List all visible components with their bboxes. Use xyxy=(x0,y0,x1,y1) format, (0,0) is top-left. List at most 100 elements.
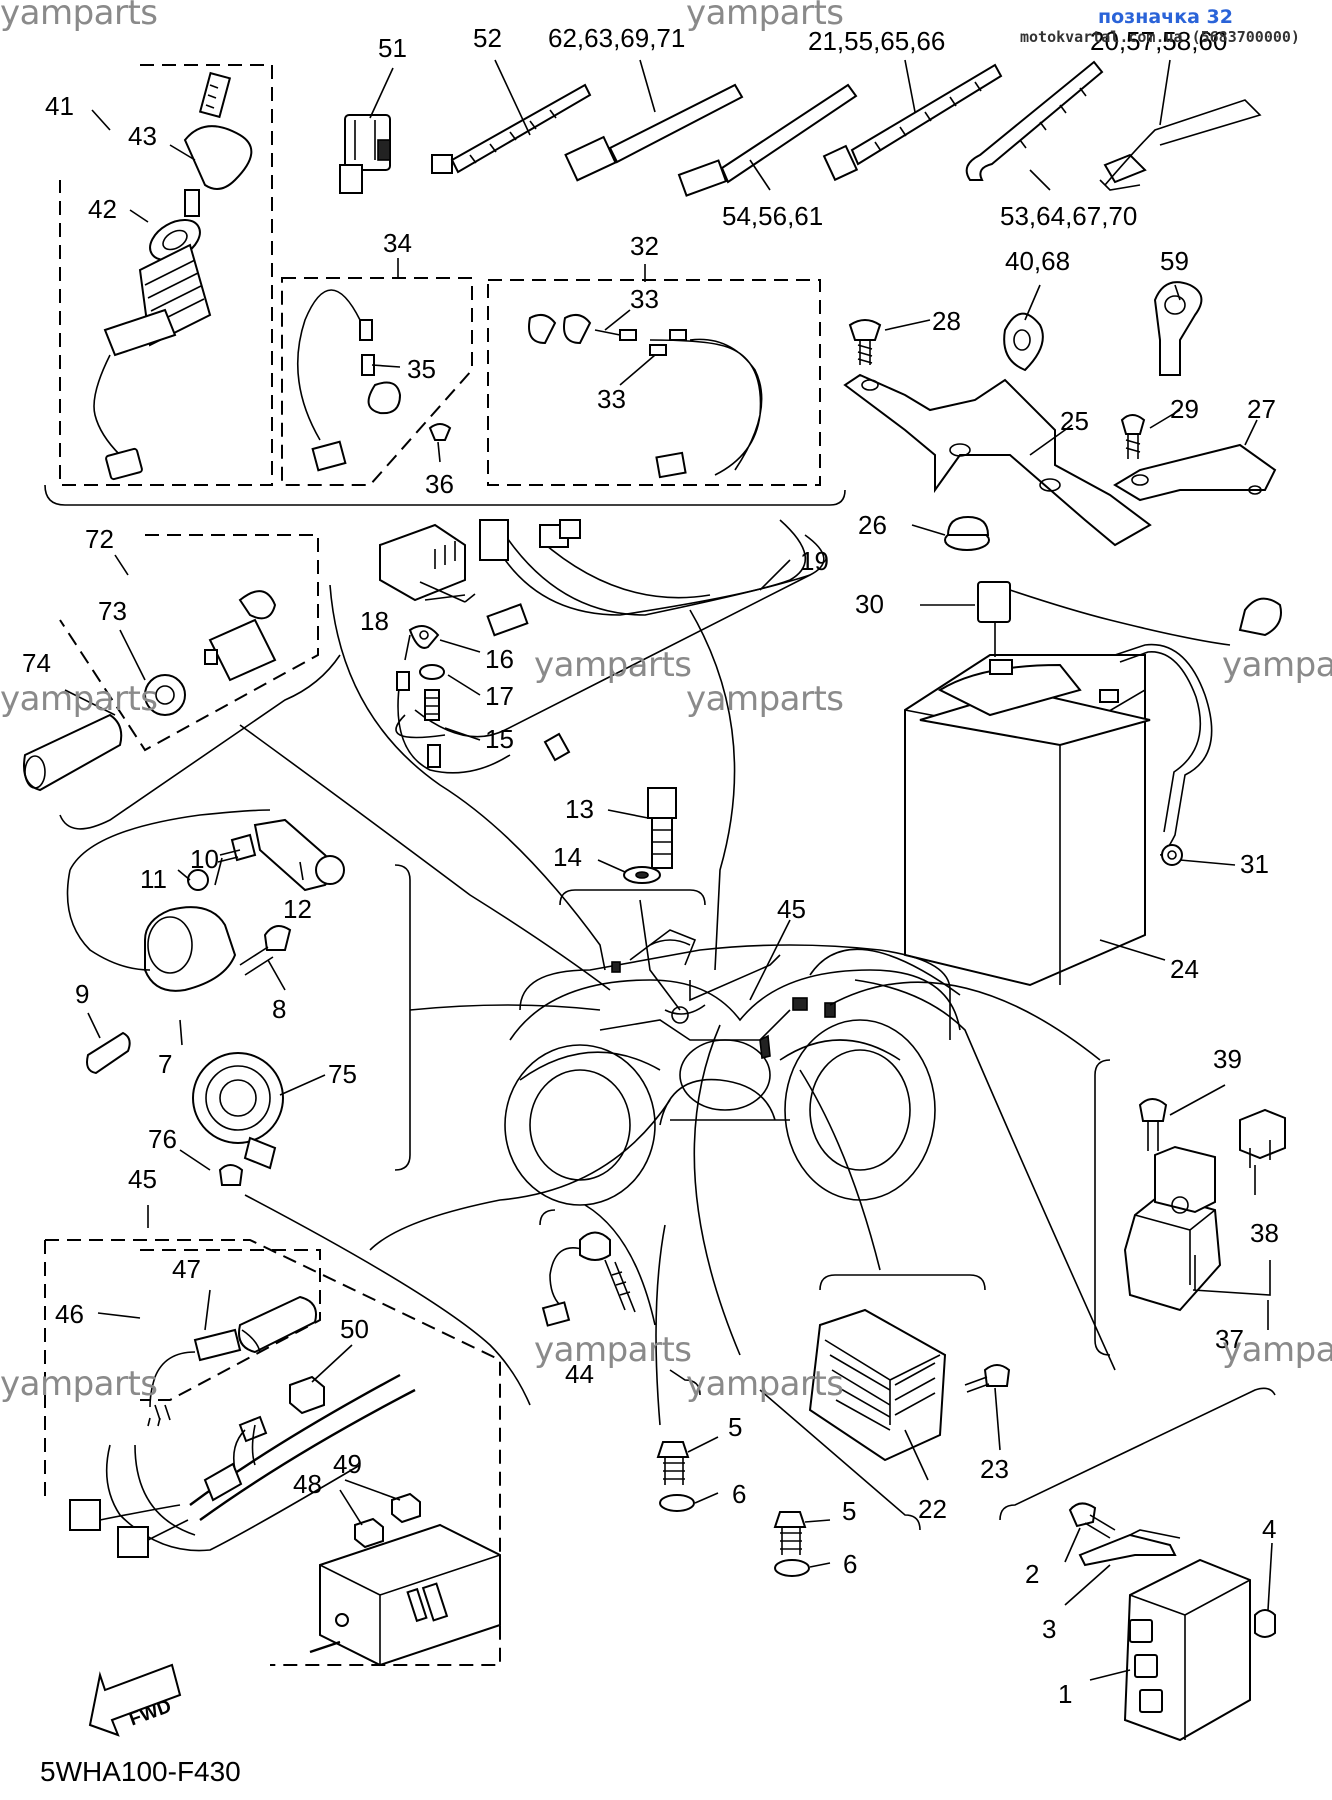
callout-24: 24 xyxy=(1170,954,1199,984)
callout-30: 30 xyxy=(855,589,884,619)
callout-12: 12 xyxy=(283,894,312,924)
watermark: yamparts xyxy=(0,679,158,719)
callout-39: 39 xyxy=(1213,1044,1242,1074)
bracket-27 xyxy=(1113,443,1277,502)
cable-tie-21-55-65-66 xyxy=(822,63,1003,182)
bolt-15 xyxy=(424,689,441,768)
callout-22: 22 xyxy=(918,1494,947,1524)
callout-1: 1 xyxy=(1058,1679,1072,1709)
thermo-switch-13 xyxy=(647,787,677,869)
harness-tape-19 xyxy=(396,671,511,774)
cable-tie-54-56-61 xyxy=(677,83,858,197)
bolt-39 xyxy=(1138,1098,1168,1151)
callout-72: 72 xyxy=(85,524,114,554)
bolt-23 xyxy=(964,1364,1011,1393)
callout-53-64-67-70: 53,64,67,70 xyxy=(1000,201,1137,231)
connector-46 xyxy=(149,1328,242,1421)
washer-17 xyxy=(419,664,445,680)
fuse-box xyxy=(309,1523,501,1667)
coil-group-bracket xyxy=(394,864,411,1171)
callout-47: 47 xyxy=(172,1254,201,1284)
callout-73: 73 xyxy=(98,596,127,626)
battery-cable-30 xyxy=(977,581,1282,657)
callout-6b: 6 xyxy=(843,1549,857,1579)
callout-6a: 6 xyxy=(732,1479,746,1509)
watermark: yampa xyxy=(1222,645,1332,685)
watermark: yamparts xyxy=(686,1364,844,1404)
screw-29 xyxy=(1120,414,1146,459)
callout-4: 4 xyxy=(1262,1514,1276,1544)
bolt-5-right xyxy=(773,1511,807,1555)
cable-clip-20-57-58-60 xyxy=(1099,99,1262,191)
callout-75: 75 xyxy=(328,1059,357,1089)
callout-9: 9 xyxy=(75,979,89,1009)
callout-35: 35 xyxy=(407,354,436,384)
watermark: yamparts xyxy=(534,645,692,685)
watermark: yamparts xyxy=(686,0,844,33)
cap-47 xyxy=(238,1295,317,1354)
callout-labels: 51 52 62,63,69,71 21,55,65,66 20,57,58,6… xyxy=(22,23,1279,1709)
callout-29: 29 xyxy=(1170,394,1199,424)
callout-40-68: 40,68 xyxy=(1005,246,1070,276)
connector-4 xyxy=(1254,1609,1276,1638)
cable-tie-62-63-69-71 xyxy=(564,83,744,182)
connector-51 xyxy=(339,114,391,194)
callout-10: 10 xyxy=(190,844,219,874)
main-switch-group-box xyxy=(44,64,846,506)
clamp-59 xyxy=(1153,281,1203,376)
harness-group-box-45 xyxy=(44,1194,531,1666)
grip-74 xyxy=(23,713,123,792)
callout-45-bottom: 45 xyxy=(128,1164,157,1194)
callout-5b: 5 xyxy=(842,1496,856,1526)
callout-leaders xyxy=(64,59,1273,1681)
diagram-badge: позначка 32 xyxy=(1098,6,1233,28)
callout-45-top: 45 xyxy=(777,894,806,924)
harness-45-body xyxy=(69,1373,416,1558)
callout-5a: 5 xyxy=(728,1412,742,1442)
leader-lines xyxy=(239,584,1116,1426)
nut-73 xyxy=(144,674,186,716)
callout-14: 14 xyxy=(553,842,582,872)
bracket-25 xyxy=(843,373,1152,547)
callout-33b: 33 xyxy=(597,384,626,414)
watermark: yamparts xyxy=(686,679,844,719)
washer-6-right xyxy=(774,1559,810,1577)
callout-28: 28 xyxy=(932,306,961,336)
horn-75 xyxy=(192,1052,284,1170)
callout-2: 2 xyxy=(1025,1559,1039,1589)
cable-tie-53-64-67-70 xyxy=(965,60,1104,181)
callout-59: 59 xyxy=(1160,246,1189,276)
callout-74: 74 xyxy=(22,648,51,678)
bracket-3 xyxy=(1078,1529,1181,1567)
callout-44: 44 xyxy=(565,1359,594,1389)
callout-36: 36 xyxy=(425,469,454,499)
callout-8: 8 xyxy=(272,994,286,1024)
bracket-37-lines xyxy=(1192,1255,1271,1296)
callout-33a: 33 xyxy=(630,284,659,314)
callout-11: 11 xyxy=(140,864,167,894)
callout-31: 31 xyxy=(1240,849,1269,879)
switch-socket xyxy=(204,590,277,682)
coil-7 xyxy=(66,809,271,992)
callout-51: 51 xyxy=(378,33,407,63)
key-43 xyxy=(183,71,253,217)
callout-41: 41 xyxy=(45,91,74,121)
callout-26: 26 xyxy=(858,510,887,540)
cdi-unit-1 xyxy=(1123,1558,1251,1742)
switch-44 xyxy=(539,1204,656,1327)
callout-37: 37 xyxy=(1215,1324,1244,1354)
group-box-72 xyxy=(59,534,341,830)
callout-19: 19 xyxy=(800,546,829,576)
callout-15: 15 xyxy=(485,724,514,754)
coupler-50 xyxy=(289,1375,325,1415)
callout-17: 17 xyxy=(485,681,514,711)
site-caption: motokvartal.com.ua (5683700000) xyxy=(1020,28,1300,46)
bolt-8 xyxy=(239,925,292,976)
callout-43: 43 xyxy=(128,121,157,151)
washer-14 xyxy=(559,866,706,906)
watermark: yampa xyxy=(1222,1330,1332,1370)
rectifier-bracket xyxy=(819,1274,986,1291)
callout-20-57-58-60: 20,57,58,60 xyxy=(1090,26,1227,56)
callout-16: 16 xyxy=(485,644,514,674)
